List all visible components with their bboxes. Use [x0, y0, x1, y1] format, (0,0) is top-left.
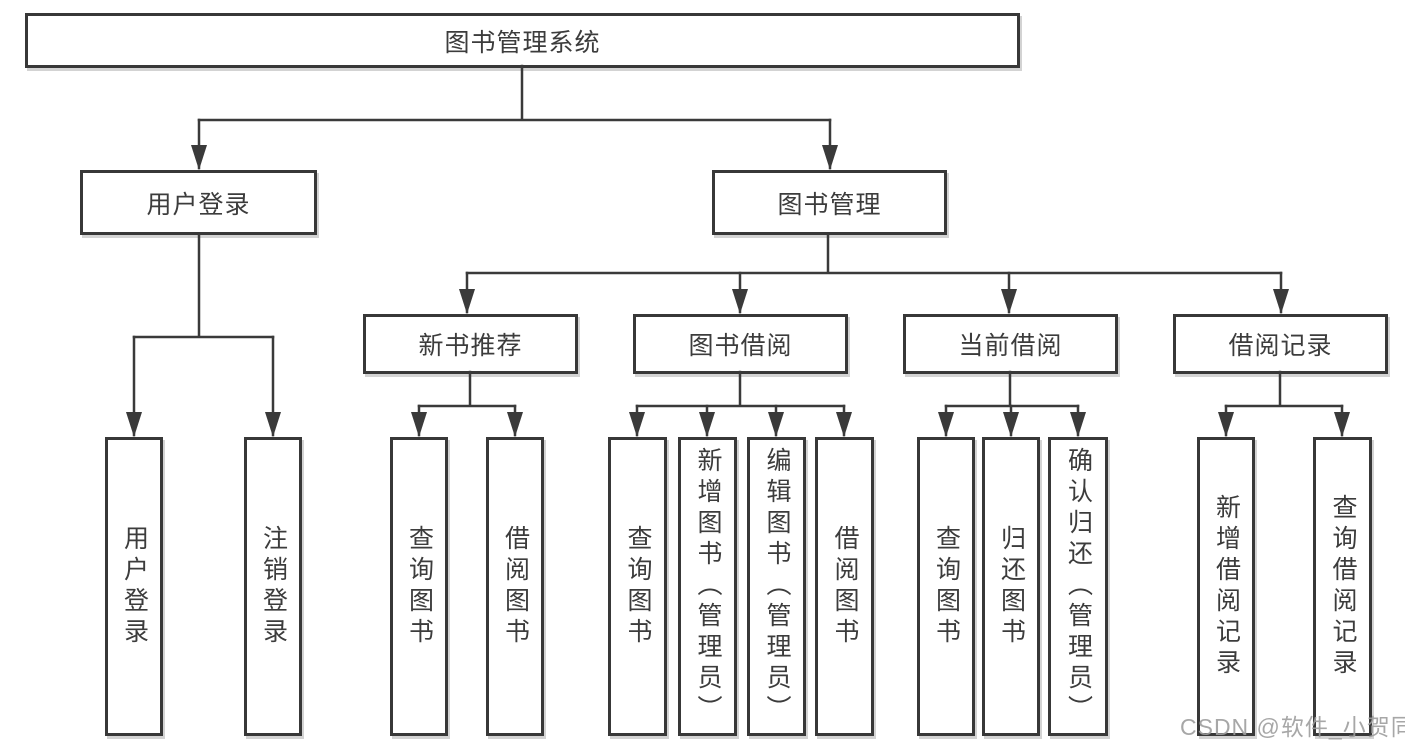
node-leaf-user-login: 用户登录	[105, 437, 163, 736]
node-leaf-borrow-books-recommend: 借阅图书	[486, 437, 544, 736]
node-label: 注销登录	[259, 524, 288, 649]
csdn-watermark: CSDN @软件_小贺同学	[1180, 714, 1405, 740]
node-label: 图书借阅	[688, 332, 793, 360]
node-label: 当前借阅	[958, 332, 1063, 360]
node-leaf-query-books-current: 查询图书	[917, 437, 975, 736]
node-label: 图书管理系统	[444, 28, 601, 57]
node-leaf-logout: 注销登录	[244, 437, 302, 736]
node-label: 确认归还（管理员）	[1064, 447, 1093, 726]
node-leaf-add-books-admin: 新增图书（管理员）	[678, 437, 737, 736]
node-label: 图书管理	[777, 190, 882, 219]
node-book-borrow: 图书借阅	[633, 314, 848, 374]
node-borrow-records: 借阅记录	[1173, 314, 1388, 374]
node-label: 借阅图书	[831, 524, 859, 649]
node-current-borrow: 当前借阅	[903, 314, 1118, 374]
node-new-book-recommend: 新书推荐	[363, 314, 578, 374]
node-label: 用户登录	[146, 190, 251, 219]
node-label: 查询图书	[405, 524, 434, 649]
node-label: 新书推荐	[418, 332, 523, 360]
node-leaf-edit-books-admin: 编辑图书（管理员）	[747, 437, 806, 736]
node-label: 归还图书	[997, 524, 1026, 649]
node-label: 查询借阅记录	[1329, 493, 1357, 680]
node-book-management: 图书管理	[712, 170, 947, 235]
node-label: 借阅图书	[501, 524, 530, 649]
node-leaf-return-books: 归还图书	[982, 437, 1040, 736]
node-root-system: 图书管理系统	[25, 13, 1020, 68]
node-leaf-confirm-return-admin: 确认归还（管理员）	[1048, 437, 1108, 736]
node-leaf-borrow-books: 借阅图书	[815, 437, 874, 736]
node-label: 用户登录	[120, 524, 149, 649]
node-label: 新增图书（管理员）	[694, 447, 722, 726]
node-label: 借阅记录	[1228, 332, 1333, 360]
node-leaf-query-books-recommend: 查询图书	[390, 437, 448, 736]
node-user-login: 用户登录	[80, 170, 317, 235]
node-leaf-query-borrow-record: 查询借阅记录	[1313, 437, 1372, 736]
node-leaf-query-books-borrow: 查询图书	[608, 437, 667, 736]
node-label: 编辑图书（管理员）	[763, 447, 791, 726]
node-label: 查询图书	[932, 524, 961, 649]
node-label: 查询图书	[624, 524, 652, 649]
node-leaf-add-borrow-record: 新增借阅记录	[1197, 437, 1255, 736]
node-label: 新增借阅记录	[1212, 493, 1241, 680]
